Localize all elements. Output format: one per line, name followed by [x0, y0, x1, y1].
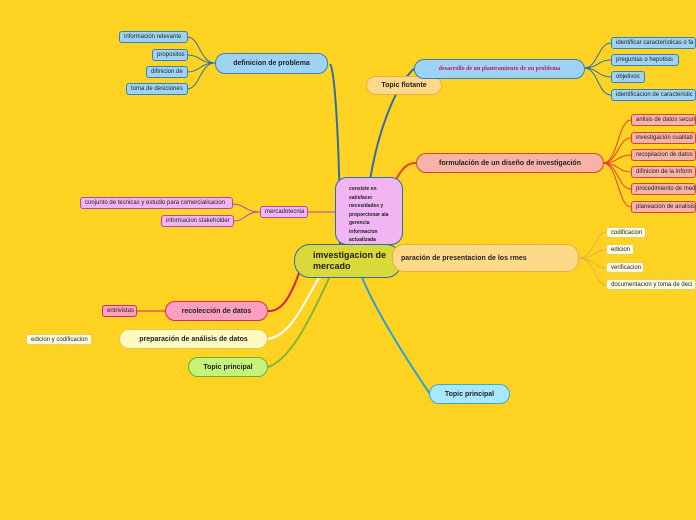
- leaf-label: documentacion y toma de deci: [611, 281, 693, 288]
- leaf-label: edicion y codificacion: [31, 336, 88, 343]
- center-note-text: consiste en satisfacer necesidades y pro…: [349, 186, 389, 243]
- central-topic[interactable]: imvestigacion de mercado: [294, 244, 402, 278]
- topic-formulacion-label: formulación de un diseño de investigació…: [439, 159, 581, 167]
- leaf-propositos[interactable]: propositos: [152, 49, 188, 61]
- leaf-label: información relevante: [124, 34, 182, 40]
- topic-desarrollo-label: desarrollo de un planteamiento de un pro…: [438, 66, 561, 72]
- topic-principal-right-label: Topic principal: [444, 390, 495, 398]
- leaf-toma-desiciones[interactable]: toma de desiciones: [126, 83, 188, 95]
- leaf-label: procedimiento de med: [636, 186, 696, 192]
- leaf-label: preguntas o hepotisis: [616, 57, 674, 63]
- leaf-label: toma de desiciones: [131, 86, 183, 92]
- leaf-codificacion[interactable]: codificacion: [606, 227, 646, 238]
- leaf-difinicion-inform[interactable]: difinicion de la inform: [631, 166, 696, 178]
- leaf-label: planeacion de analisis: [636, 204, 696, 210]
- leaf-planeacion-analisis[interactable]: planeacion de analisis: [631, 201, 696, 213]
- topic-principal-left[interactable]: Topic principal: [188, 357, 268, 377]
- leaf-investigacion-cualitati[interactable]: investigación cualitati: [631, 132, 696, 144]
- topic-formulacion[interactable]: formulación de un diseño de investigació…: [416, 153, 604, 173]
- leaf-label: conjunto de tecnicas y estudio para come…: [85, 200, 226, 206]
- leaf-label: difinicion de la inform: [636, 169, 693, 175]
- topic-mercadotecnia[interactable]: mercadotecnia: [260, 206, 308, 218]
- topic-preparacion[interactable]: preparación de análisis de datos: [119, 329, 268, 349]
- leaf-conjunto-tecnicas[interactable]: conjunto de tecnicas y estudio para come…: [80, 197, 233, 209]
- leaf-recopilacion-datos[interactable]: recopilacion de datos: [631, 149, 696, 161]
- leaf-label: mercadotecnia: [265, 209, 305, 215]
- leaf-documentacion[interactable]: documentacion y toma de deci: [606, 279, 696, 290]
- topic-recoleccion[interactable]: recolección de datos: [165, 301, 268, 321]
- central-topic-label: imvestigacion de mercado: [313, 250, 387, 271]
- topic-flotante-label: Topic flotante: [381, 82, 427, 89]
- leaf-identificar-caracteristicas[interactable]: identificar caracteristicas o fa: [611, 37, 696, 49]
- leaf-label: entrivistas: [107, 308, 135, 314]
- leaf-entrivistas[interactable]: entrivistas: [102, 305, 137, 317]
- topic-flotante[interactable]: Topic flotante: [366, 76, 442, 95]
- leaf-label: identificacion de caracteristic: [616, 92, 693, 98]
- leaf-procedimiento-med[interactable]: procedimiento de med: [631, 183, 696, 195]
- leaf-label: recopilacion de datos: [636, 152, 693, 158]
- topic-presentacion-label: paración de presentacion de los rmes: [401, 254, 527, 262]
- leaf-informacion-stakeholder[interactable]: informacion stakeholder: [161, 215, 234, 227]
- topic-definicion-label: definicion de problema: [233, 60, 310, 67]
- topic-presentacion[interactable]: paración de presentacion de los rmes: [392, 244, 579, 272]
- leaf-informacion-relevante[interactable]: información relevante: [119, 31, 188, 43]
- leaf-identificacion-caracteristic[interactable]: identificacion de caracteristic: [611, 89, 696, 101]
- topic-preparacion-label: preparación de análisis de datos: [139, 335, 248, 343]
- leaf-label: investigación cualitati: [636, 135, 693, 141]
- leaf-label: difinicion de: [151, 69, 183, 75]
- leaf-label: edicion: [611, 246, 631, 253]
- center-note[interactable]: consiste en satisfacer necesidades y pro…: [335, 177, 403, 245]
- leaf-label: objetivos: [616, 74, 640, 80]
- leaf-edicion[interactable]: edicion: [606, 244, 634, 255]
- leaf-difinicion-de[interactable]: difinicion de: [146, 66, 188, 78]
- leaf-edicion-codificacion[interactable]: edicion y codificacion: [26, 334, 92, 345]
- topic-principal-right[interactable]: Topic principal: [429, 384, 510, 404]
- leaf-anlisis-datos[interactable]: anlisis de datos secun: [631, 114, 696, 126]
- topic-principal-left-label: Topic principal: [203, 363, 253, 371]
- leaf-label: identificar caracteristicas o fa: [616, 40, 694, 46]
- leaf-label: codificacion: [611, 229, 643, 236]
- topic-recoleccion-label: recolección de datos: [181, 307, 252, 315]
- topic-desarrollo[interactable]: desarrollo de un planteamiento de un pro…: [414, 59, 585, 79]
- leaf-label: propositos: [157, 52, 185, 58]
- leaf-objetivos[interactable]: objetivos: [611, 71, 645, 83]
- leaf-label: informacion stakeholder: [166, 218, 230, 224]
- leaf-verificacion[interactable]: verificacion: [606, 262, 644, 273]
- leaf-label: verificacion: [611, 264, 642, 271]
- topic-definicion-problema[interactable]: definicion de problema: [215, 53, 328, 74]
- leaf-label: anlisis de datos secun: [636, 117, 696, 123]
- leaf-preguntas-hepotisis[interactable]: preguntas o hepotisis: [611, 54, 679, 66]
